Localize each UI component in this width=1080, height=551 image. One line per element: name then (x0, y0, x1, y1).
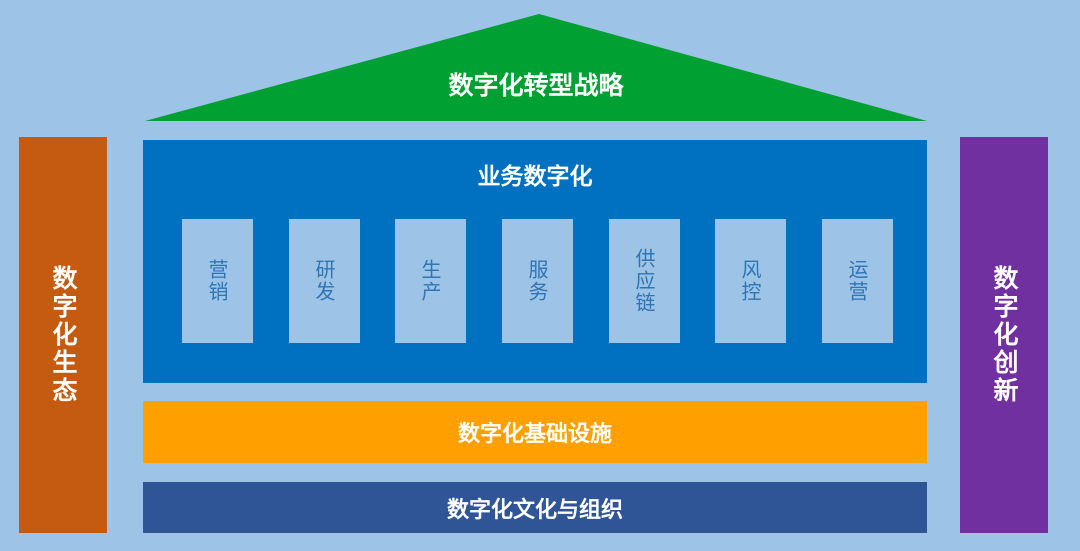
strategy-title: 数字化转型战略 (448, 71, 624, 100)
innovation-pillar: 数字化创新 (960, 137, 1048, 533)
infrastructure-label: 数字化基础设施 (457, 422, 612, 447)
module-label: 服务 (525, 259, 549, 303)
module-label: 生产 (418, 259, 442, 303)
module-label: 供应链 (632, 248, 656, 314)
strategy-roof (145, 14, 927, 121)
module-production: 生产 (395, 219, 466, 343)
roof-triangle (145, 14, 927, 121)
module-service: 服务 (502, 219, 573, 343)
module-risk-control: 风控 (715, 219, 786, 343)
infrastructure-band: 数字化基础设施 (143, 401, 927, 463)
module-label: 研发 (312, 259, 336, 303)
ecosystem-label: 数字化生态 (49, 265, 78, 405)
module-rnd: 研发 (289, 219, 360, 343)
culture-label: 数字化文化与组织 (446, 497, 623, 523)
innovation-label: 数字化创新 (990, 265, 1019, 405)
module-marketing: 营销 (182, 219, 253, 343)
ecosystem-pillar: 数字化生态 (19, 137, 107, 533)
culture-organization-band: 数字化文化与组织 (143, 482, 927, 533)
module-operations: 运营 (822, 219, 893, 343)
module-label: 营销 (205, 259, 229, 303)
business-digitalization-title: 业务数字化 (477, 164, 593, 190)
module-label: 风控 (738, 259, 762, 303)
module-supply-chain: 供应链 (609, 219, 680, 343)
module-label: 运营 (845, 259, 869, 303)
